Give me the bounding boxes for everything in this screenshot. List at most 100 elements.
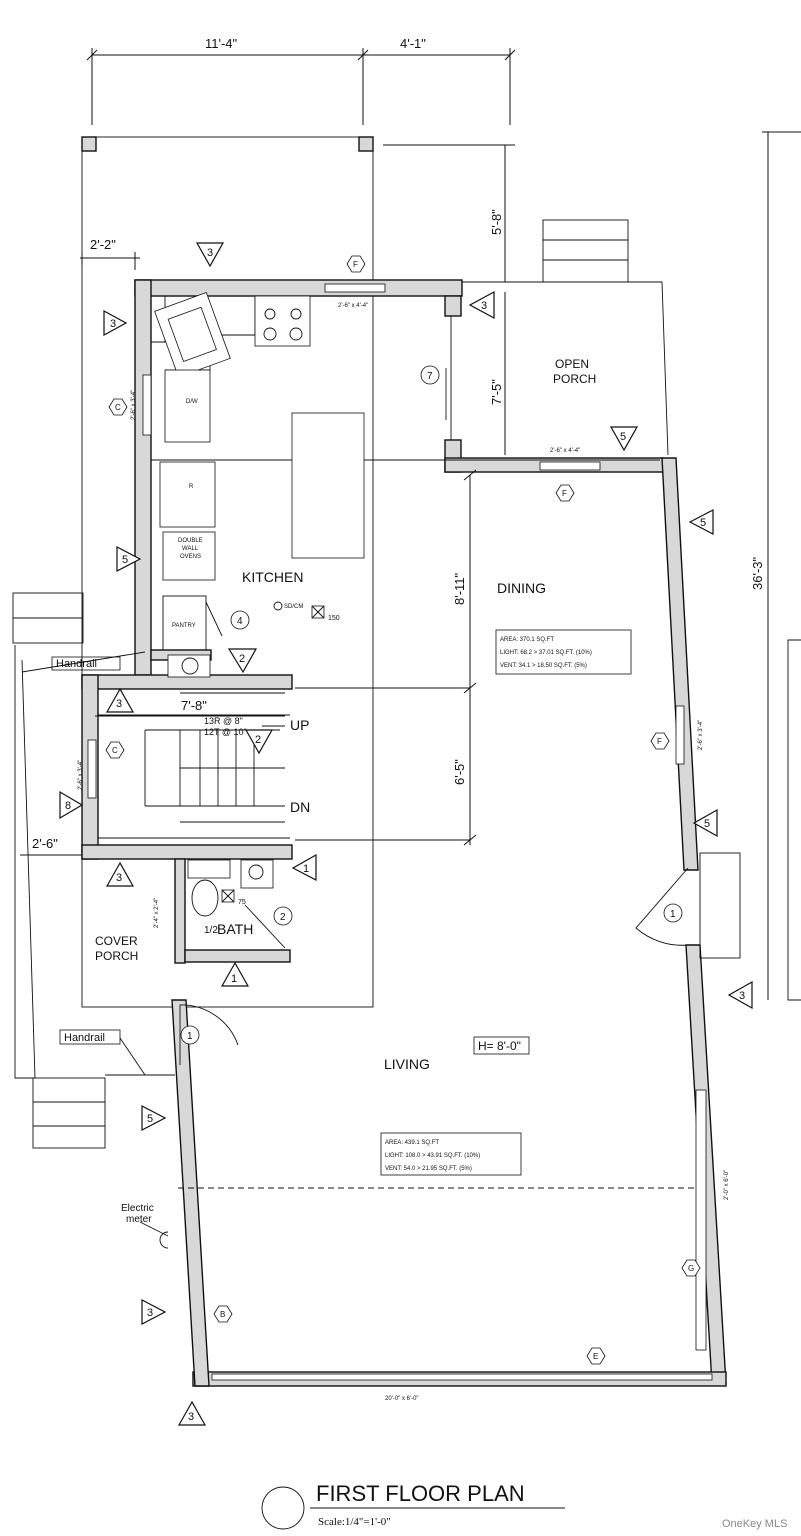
roof-outlines bbox=[81, 136, 669, 1008]
stair-up: UP bbox=[290, 717, 309, 733]
section-5-living-left: 5 bbox=[147, 1113, 153, 1125]
section-3-living-left: 3 bbox=[147, 1307, 153, 1319]
stairs: 7'-8" 13R @ 8" 12T @ 10" UP DN 2'-6" x 3… bbox=[78, 692, 310, 839]
living-vent: VENT: 54.0 > 21.95 SQ.FT. (5%) bbox=[385, 1166, 472, 1172]
dim-top-right: 4'-1" bbox=[400, 36, 426, 51]
living: LIVING H= 8'-0" AREA: 439.1 SQ.FT LIGHT:… bbox=[121, 852, 741, 1402]
section-1-bath: 1 bbox=[303, 863, 309, 875]
door-mark-7: 7 bbox=[427, 371, 433, 382]
section-5-dining-bottom: 5 bbox=[704, 818, 710, 830]
kitchen-label: KITCHEN bbox=[242, 569, 303, 585]
section-5-ovens: 5 bbox=[122, 554, 128, 566]
section-3-porch: 3 bbox=[481, 300, 487, 312]
dim-left-offset: 2'-2" bbox=[90, 237, 116, 252]
section-5-porch: 5 bbox=[620, 431, 626, 443]
window-kitchen-top: 2'-6" x 4'-4" bbox=[338, 303, 368, 309]
window-stair-left: 2'-6" x 3'-4" bbox=[78, 760, 84, 790]
dim-top-left: 11'-4" bbox=[205, 36, 238, 51]
dining-vent: VENT: 34.1 > 18.50 SQ.FT. (5%) bbox=[500, 663, 587, 669]
door-mark-1-living: 1 bbox=[187, 1031, 193, 1042]
handrail-top: Handrail bbox=[56, 658, 97, 670]
neighbor-edge bbox=[787, 639, 801, 1001]
section-3-stair: 3 bbox=[116, 698, 122, 710]
ovens-line-2: WALL bbox=[182, 546, 199, 552]
section-2-stair: 2 bbox=[255, 734, 261, 746]
cover-porch-line-1: COVER bbox=[95, 934, 138, 948]
section-2-top: 2 bbox=[239, 653, 245, 665]
cover-porch: Handrail 2'-6" COVER PORCH Handrail bbox=[12, 592, 175, 1149]
fan-bath: 75 bbox=[238, 899, 246, 906]
kitchen: D/W 2'-6" x 3'-4" 2'-6" x 4'-4" R DOUBLE… bbox=[131, 283, 660, 678]
section-markers: 3 3 3 5 5 5 2 3 2 8 5 3 1 1 3 5 3 3 bbox=[59, 242, 753, 1426]
electric-meter-line-1: Electric bbox=[121, 1203, 154, 1214]
window-kitchen-left: 2'-6" x 3'-4" bbox=[131, 390, 137, 420]
watermark: OneKey MLS bbox=[722, 1518, 787, 1530]
cover-porch-line-2: PORCH bbox=[95, 949, 138, 963]
open-porch-line-2: PORCH bbox=[553, 372, 596, 386]
dim-overall-height: 36'-3" bbox=[750, 556, 765, 590]
tag-f-dining: F bbox=[657, 737, 662, 746]
stair-risers: 13R @ 8" bbox=[204, 716, 243, 726]
section-3-living-right: 3 bbox=[739, 990, 745, 1002]
tag-e-living: E bbox=[593, 1352, 598, 1361]
half-bath-fraction: 1/2 bbox=[204, 925, 218, 936]
dim-dining-upper: 8'-11" bbox=[452, 572, 467, 605]
tag-b-living: B bbox=[220, 1310, 225, 1319]
dim-cover-porch: 2'-6" bbox=[32, 836, 58, 851]
plan-scale: Scale:1/4"=1'-0" bbox=[318, 1516, 391, 1528]
door-mark-4: 4 bbox=[237, 616, 243, 627]
window-porch-bottom: 2'-6" x 4'-4" bbox=[550, 448, 580, 454]
title-block: FIRST FLOOR PLAN Scale:1/4"=1'-0" OneKey… bbox=[261, 1481, 787, 1530]
section-3-top: 3 bbox=[207, 247, 213, 259]
window-bath-side: 2'-4" x 2'-4" bbox=[154, 898, 160, 928]
open-porch: 7'-5" OPEN PORCH 2'-6" x 4'-4" bbox=[489, 292, 601, 471]
refrigerator-label: R bbox=[189, 484, 194, 490]
dining-label: DINING bbox=[497, 580, 546, 596]
half-bath-word: BATH bbox=[217, 921, 253, 937]
dining-area: AREA: 370.1 SQ.FT bbox=[500, 637, 554, 643]
door-marks: 7 4 2 1 1 bbox=[180, 365, 683, 1045]
open-porch-line-1: OPEN bbox=[555, 357, 589, 371]
section-3-kitchen-left: 3 bbox=[110, 318, 116, 330]
tag-g-living: G bbox=[688, 1264, 694, 1273]
dining-light: LIGHT: 68.2 > 37.01 SQ.FT. (10%) bbox=[500, 650, 592, 656]
ovens-line-3: OVENS bbox=[180, 554, 201, 560]
door-mark-1-dining: 1 bbox=[670, 909, 676, 920]
fan-kitchen: 150 bbox=[328, 615, 340, 622]
pantry-label: PANTRY bbox=[172, 623, 196, 629]
ceiling-height: H= 8'-0" bbox=[478, 1039, 521, 1053]
sd-co-label: SD/CM bbox=[284, 604, 303, 610]
living-area: AREA: 439.1 SQ.FT bbox=[385, 1140, 439, 1146]
walls bbox=[81, 279, 727, 1387]
section-1-bath-bottom: 1 bbox=[231, 973, 237, 985]
ovens-line-1: DOUBLE bbox=[178, 538, 203, 544]
tag-f-porch: F bbox=[562, 489, 567, 498]
dim-porch-depth: 5'-8" bbox=[489, 209, 504, 235]
half-bath: 75 1/2 BATH 2'-4" x 2'-4" bbox=[154, 859, 286, 949]
door-mark-2: 2 bbox=[280, 912, 286, 923]
section-3-stair-bottom: 3 bbox=[116, 872, 122, 884]
stair-down: DN bbox=[290, 799, 310, 815]
top-dimensions: 11'-4" 4'-1" 5'-8" 2'-2" 36'-3" bbox=[80, 36, 801, 1000]
window-dining-right: 2'-6" x 3'-4" bbox=[698, 720, 704, 750]
window-tags: F C F F C B G E bbox=[105, 255, 701, 1365]
living-light: LIGHT: 108.0 > 43.91 SQ.FT. (10%) bbox=[385, 1153, 480, 1159]
dim-dining-lower: 6'-5" bbox=[452, 759, 467, 785]
plan-title: FIRST FLOOR PLAN bbox=[316, 1481, 525, 1506]
stair-treads: 12T @ 10" bbox=[204, 727, 247, 737]
window-living-right: 2'-0" x 6'-0" bbox=[724, 1170, 730, 1200]
dim-porch-height: 7'-5" bbox=[489, 379, 504, 405]
tag-f-kitchen: F bbox=[353, 260, 358, 269]
handrail-bottom: Handrail bbox=[64, 1032, 105, 1044]
tag-c-stair: C bbox=[112, 746, 118, 755]
tag-c-kitchen: C bbox=[115, 403, 121, 412]
section-8: 8 bbox=[65, 800, 71, 812]
dim-stair-width: 7'-8" bbox=[181, 698, 207, 713]
dining: 8'-11" 6'-5" DINING AREA: 370.1 SQ.FT LI… bbox=[295, 469, 704, 846]
section-5-dining-top: 5 bbox=[700, 517, 706, 529]
living-label: LIVING bbox=[384, 1056, 430, 1072]
electric-meter-line-2: meter bbox=[126, 1214, 152, 1225]
dishwasher-label: D/W bbox=[186, 399, 198, 405]
section-3-bottom: 3 bbox=[188, 1411, 194, 1423]
